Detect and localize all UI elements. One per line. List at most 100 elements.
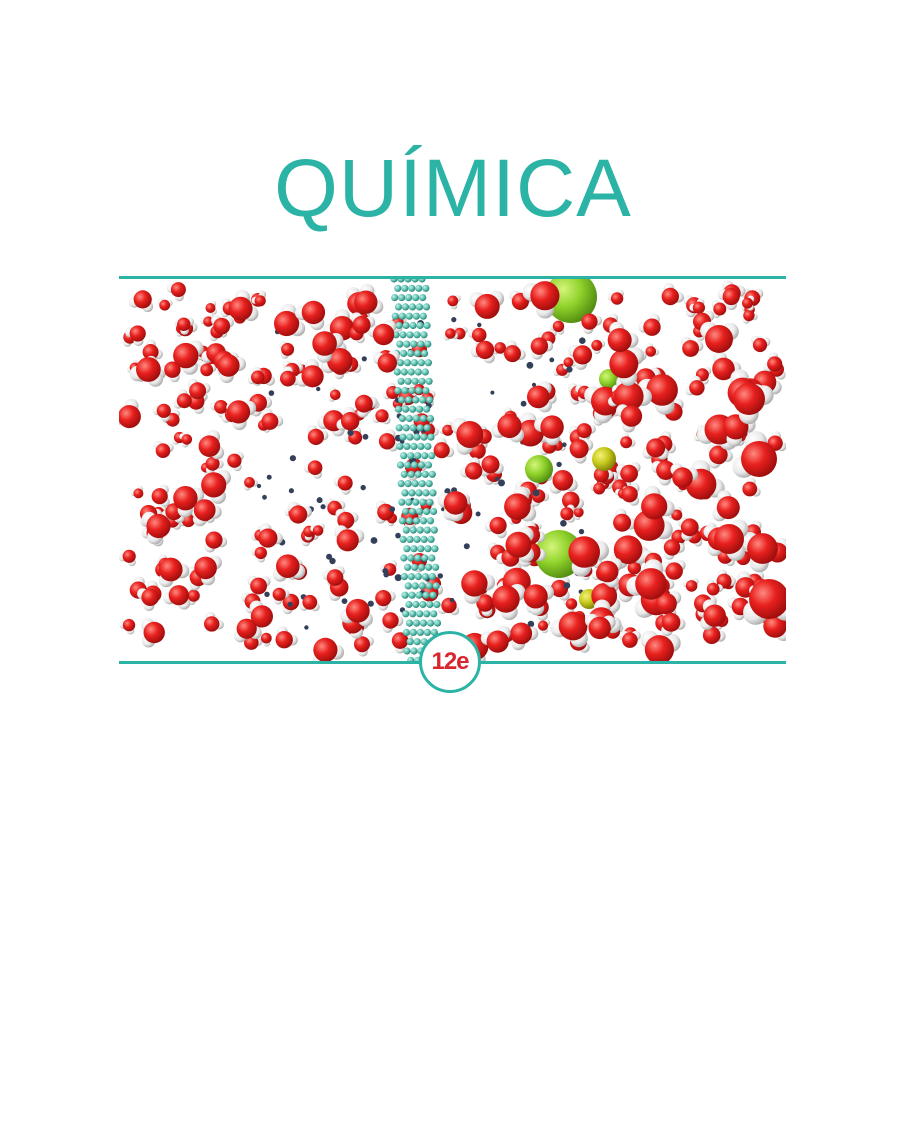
graphene-atom — [425, 563, 433, 571]
graphene-atom — [396, 340, 404, 348]
oxygen-atom — [569, 439, 589, 459]
carbon-atom — [531, 382, 537, 387]
graphene-atom — [421, 470, 429, 478]
graphene-atom — [396, 442, 404, 450]
oxygen-atom — [272, 587, 286, 601]
graphene-atom — [414, 349, 422, 357]
graphene-atom — [400, 573, 408, 581]
oxygen-atom — [752, 337, 768, 353]
graphene-atom — [421, 554, 429, 562]
graphene-atom — [409, 321, 417, 330]
carbon-atom — [256, 483, 262, 489]
oxygen-atom — [474, 293, 500, 319]
graphene-atom — [416, 610, 424, 618]
carbon-atom — [449, 597, 455, 603]
oxygen-atom — [614, 381, 644, 412]
oxygen-atom — [176, 393, 192, 409]
carbon-atom — [304, 625, 309, 630]
oxygen-atom — [159, 299, 171, 311]
graphene-atom — [423, 424, 431, 432]
oxygen-atom — [741, 441, 777, 477]
carbon-atom — [287, 601, 293, 607]
graphene-atom — [427, 433, 435, 441]
carbon-atom — [264, 591, 270, 597]
oxygen-atom — [563, 357, 574, 368]
oxygen-atom — [742, 481, 758, 497]
oxygen-atom — [565, 598, 578, 610]
graphene-atom — [421, 573, 429, 581]
graphene-atom — [412, 600, 420, 609]
oxygen-atom — [716, 496, 740, 520]
oxygen-atom — [461, 570, 488, 597]
graphene-atom — [411, 480, 419, 488]
oxygen-atom — [572, 345, 593, 365]
oxygen-atom — [193, 499, 216, 521]
graphene-atom — [402, 526, 410, 534]
graphene-atom — [418, 480, 426, 488]
graphene-atom — [410, 647, 418, 655]
oxygen-atom — [576, 423, 592, 439]
graphene-atom — [399, 331, 407, 339]
graphene-atom — [403, 461, 412, 469]
oxygen-atom — [330, 389, 341, 401]
oxygen-atom — [523, 584, 548, 609]
carbon-atom — [370, 537, 378, 544]
graphene-atom — [413, 331, 421, 339]
graphene-atom — [423, 526, 431, 534]
carbon-atom — [527, 620, 535, 628]
graphene-atom — [428, 573, 436, 581]
graphene-atom — [397, 377, 405, 385]
graphene-atom — [428, 452, 436, 460]
oxygen-atom — [236, 618, 257, 639]
graphene-atom — [398, 414, 406, 423]
oxygen-atom — [173, 486, 198, 511]
graphene-atom — [416, 628, 424, 636]
graphene-atom — [433, 600, 441, 609]
oxygen-atom — [378, 433, 396, 450]
oxygen-atom — [307, 460, 323, 475]
oxygen-atom — [173, 342, 199, 369]
carbon-atom — [341, 598, 348, 604]
oxygen-atom — [289, 505, 308, 524]
graphene-atom — [422, 489, 430, 497]
oxygen-atom — [456, 421, 484, 448]
graphene-atom — [410, 340, 418, 348]
oxygen-atom — [722, 287, 740, 306]
graphene-atom — [401, 284, 409, 292]
oxygen-atom — [156, 403, 171, 418]
oxygen-atom — [354, 290, 378, 314]
oxygen-atom — [763, 614, 786, 638]
oxygen-atom — [486, 630, 509, 653]
graphene-atom — [413, 638, 421, 646]
graphene-atom — [390, 279, 398, 283]
graphene-atom — [411, 582, 419, 590]
oxygen-atom — [661, 612, 681, 632]
oxygen-atom — [274, 310, 300, 337]
graphene-atom — [406, 331, 414, 339]
oxygen-atom — [213, 317, 231, 335]
oxygen-atom — [685, 580, 698, 592]
oxygen-atom — [377, 353, 397, 373]
graphene-atom — [431, 545, 439, 553]
oxygen-atom — [747, 533, 778, 564]
carbon-atom — [560, 520, 567, 527]
graphene-atom — [395, 405, 403, 413]
oxygen-atom — [158, 557, 183, 582]
oxygen-atom — [689, 380, 705, 396]
oxygen-atom — [510, 622, 533, 645]
oxygen-atom — [656, 460, 676, 480]
graphene-atom — [402, 610, 410, 618]
graphene-atom — [391, 312, 399, 320]
oxygen-atom — [680, 518, 699, 537]
oxygen-atom — [552, 320, 565, 332]
graphene-atom — [405, 312, 413, 320]
graphene-atom — [432, 563, 440, 571]
graphene-atom — [417, 359, 425, 367]
graphene-atom — [411, 563, 419, 571]
graphene-atom — [411, 377, 419, 385]
oxygen-atom — [244, 477, 255, 488]
oxygen-atom — [713, 302, 727, 316]
oxygen-atom — [354, 636, 370, 653]
carbon-atom — [326, 553, 333, 560]
graphene-atom — [423, 321, 431, 330]
